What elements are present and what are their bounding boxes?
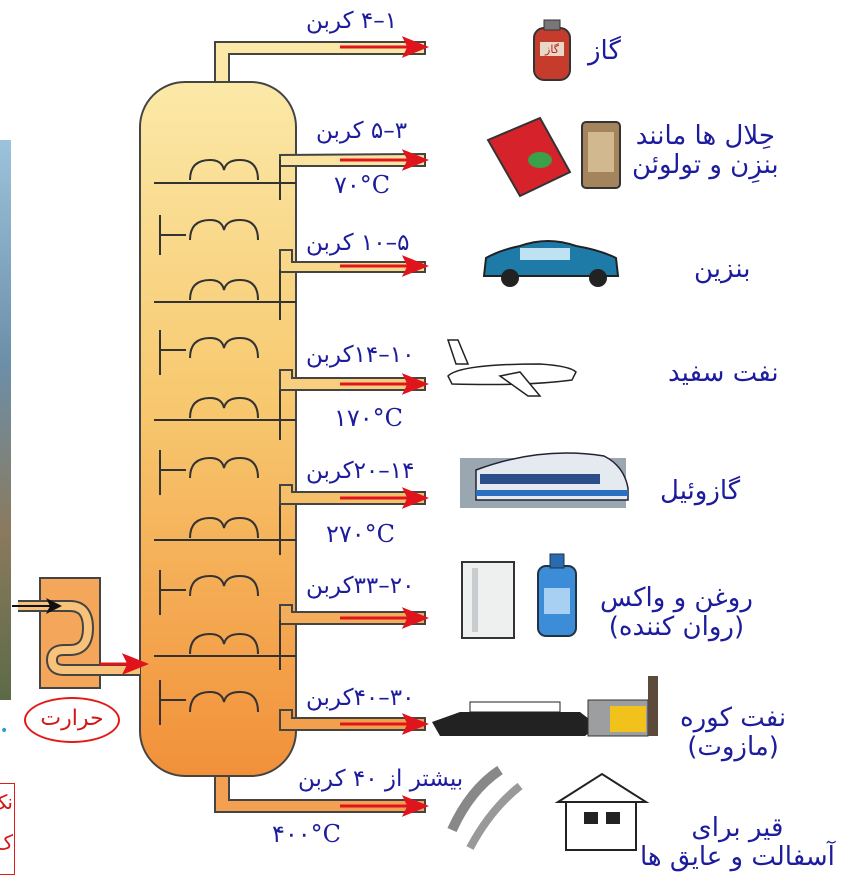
product-label-gasoline: بنزین <box>694 254 751 284</box>
carbon-label-diesel: ۱۴–۲۰کربن <box>306 458 415 484</box>
side-note-box: نک ک <box>0 783 15 875</box>
temperature-70: ۷۰°C <box>334 171 391 199</box>
carbon-label-fuel-oil: ۳۰–۴۰کربن <box>306 685 415 711</box>
side-note-line1: نک <box>0 790 13 814</box>
bubble-caps <box>189 158 259 713</box>
product-label-fuel-oil: نفت کوره (مازوت) <box>680 703 787 763</box>
carbon-label-bitumen: بیشتر از ۴۰ کربن <box>298 766 464 792</box>
product-label-lubricant: روغن و واکس (روان کننده) <box>600 583 753 643</box>
temperature-170: ۱۷۰°C <box>334 404 404 432</box>
product-label-diesel: گازوئیل <box>660 476 741 506</box>
product-label-lubricant-line1: روغن و واکس <box>600 583 753 613</box>
product-label-solvent-line2: بنزِن و تولوئن <box>632 150 779 181</box>
gas-cylinder-text: گاز <box>545 43 559 56</box>
carbon-label-solvent: ۳–۵ کربن <box>316 118 408 144</box>
train-icon <box>460 452 629 508</box>
distillation-tower <box>139 81 297 777</box>
carbon-label-gas: ۱–۴ کربن <box>306 8 398 34</box>
carbon-label-gasoline: ۵–۱۰ کربن <box>306 230 410 256</box>
product-label-solvent: حِلال ها مانند بنزِن و تولوئن <box>632 121 779 181</box>
house-road-icon <box>447 765 650 851</box>
car-icon <box>482 240 620 287</box>
product-label-fuel-oil-line1: نفت کوره <box>680 703 787 733</box>
heat-label: حرارت <box>24 697 120 743</box>
product-label-bitumen-line2: آسفالت و عایق ها <box>640 842 835 873</box>
product-label-solvent-line1: حِلال ها مانند <box>635 121 775 151</box>
side-note-line2: ک <box>0 832 13 852</box>
tower-trays <box>154 182 296 657</box>
airplane-icon <box>446 339 577 397</box>
refinery-photo-edge <box>0 140 11 700</box>
product-label-fuel-oil-line2: (مازوت) <box>687 732 779 763</box>
temperature-270: ۲۷۰°C <box>326 520 396 548</box>
carbon-label-lubricant: ۲۰–۳۳کربن <box>306 573 415 599</box>
temperature-400: ۴۰۰°C <box>272 820 342 848</box>
product-label-gas: گاز <box>588 36 621 66</box>
downcomers <box>159 160 281 725</box>
ship-factory-icon <box>432 676 658 737</box>
product-label-kerosene: نفت سفید <box>668 358 779 388</box>
carbon-label-kerosene: ۱۰–۱۴کربن <box>306 342 415 368</box>
product-label-bitumen-line1: قیر برای <box>691 813 784 843</box>
product-label-lubricant-line2: (روان کننده) <box>608 612 745 643</box>
side-dot: • <box>0 723 9 739</box>
product-label-bitumen: قیر برای آسفالت و عایق ها <box>640 813 835 873</box>
solvent-can-icon <box>486 116 621 198</box>
gas-cylinder-icon <box>533 19 571 81</box>
product-arrows <box>100 36 430 817</box>
oil-bottle-icon <box>461 553 577 639</box>
